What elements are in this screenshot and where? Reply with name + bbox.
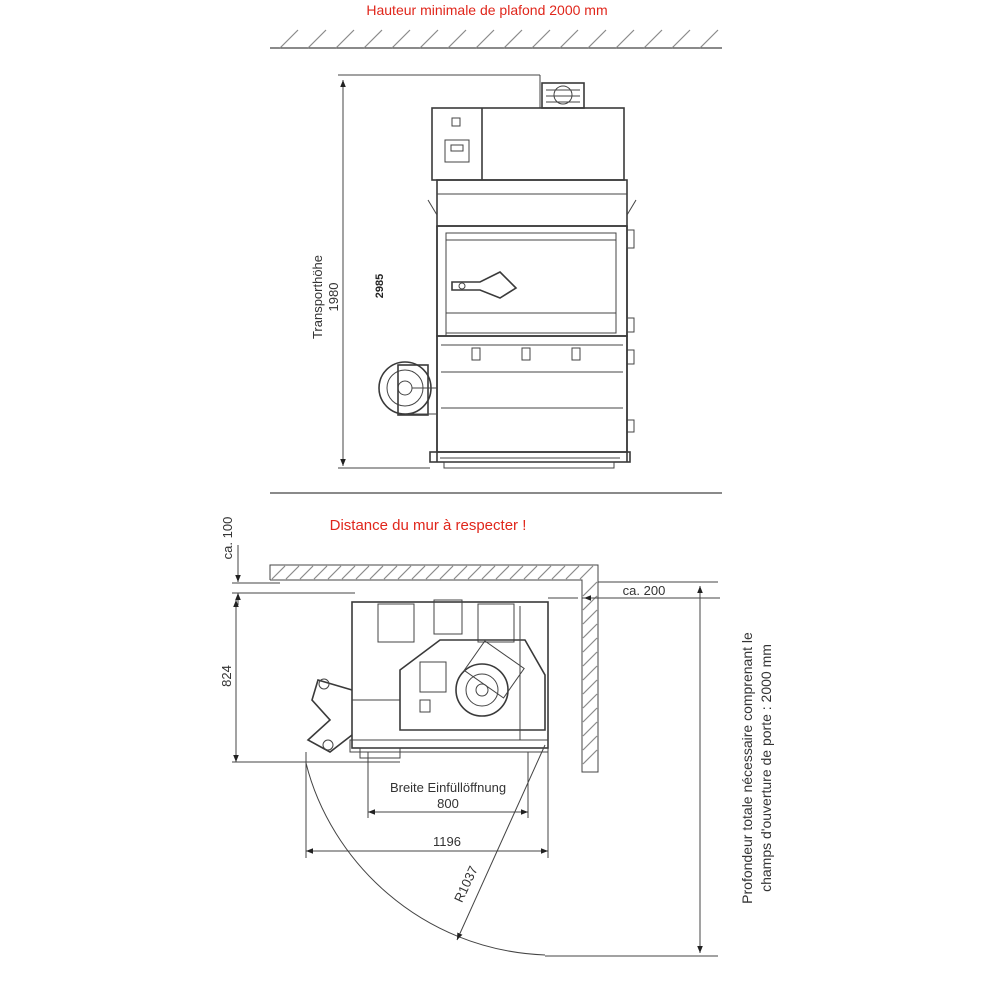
transport-height-label: Transporthöhe <box>310 255 325 339</box>
wall-gap-side-dimension: ca. 200 <box>548 581 720 601</box>
total-height-value: 2985 <box>374 274 386 298</box>
wall-hatch-top <box>271 565 594 580</box>
total-depth-line2: champs d'ouverture de porte : 2000 mm <box>758 644 774 892</box>
wall-gap-side-value: ca. 200 <box>623 583 666 598</box>
opening-label: Breite Einfüllöffnung <box>390 780 506 795</box>
machine-top-view <box>306 599 549 759</box>
wall-note: Distance du mur à respecter ! <box>330 517 527 534</box>
opening-value: 800 <box>437 796 459 811</box>
opening-dimension: Breite Einfüllöffnung 800 <box>367 752 529 818</box>
total-depth-dimension: Profondeur totale nécessaire comprenant … <box>545 586 774 957</box>
depth-dimension: 824 <box>219 600 400 763</box>
control-panel <box>444 117 470 163</box>
motor-top-view <box>455 640 525 717</box>
depth-value: 824 <box>219 665 234 687</box>
winch-top-view <box>306 678 353 753</box>
width-dimension: 1196 <box>305 752 549 858</box>
transport-height-value: 1980 <box>326 283 341 312</box>
wall-gap-top-dimension: ca. 100 <box>220 517 355 605</box>
door-handle <box>451 271 518 299</box>
ceiling-note: Hauteur minimale de plafond 2000 mm <box>366 2 607 18</box>
wall-hatch-side <box>582 581 598 765</box>
wall-outline <box>269 564 599 773</box>
winch-wheel <box>378 361 437 416</box>
ceiling-hatch <box>279 29 719 49</box>
motor-unit <box>541 82 585 109</box>
front-view: Transporthöhe 1980 2985 <box>310 74 637 469</box>
radius-dimension: R1037 <box>451 744 546 941</box>
width-value: 1196 <box>433 834 461 849</box>
total-depth-line1: Profondeur totale nécessaire comprenant … <box>739 632 755 904</box>
door-swing-arc <box>305 762 546 956</box>
wall-gap-top-value: ca. 100 <box>220 517 235 560</box>
radius-value: R1037 <box>451 864 481 905</box>
